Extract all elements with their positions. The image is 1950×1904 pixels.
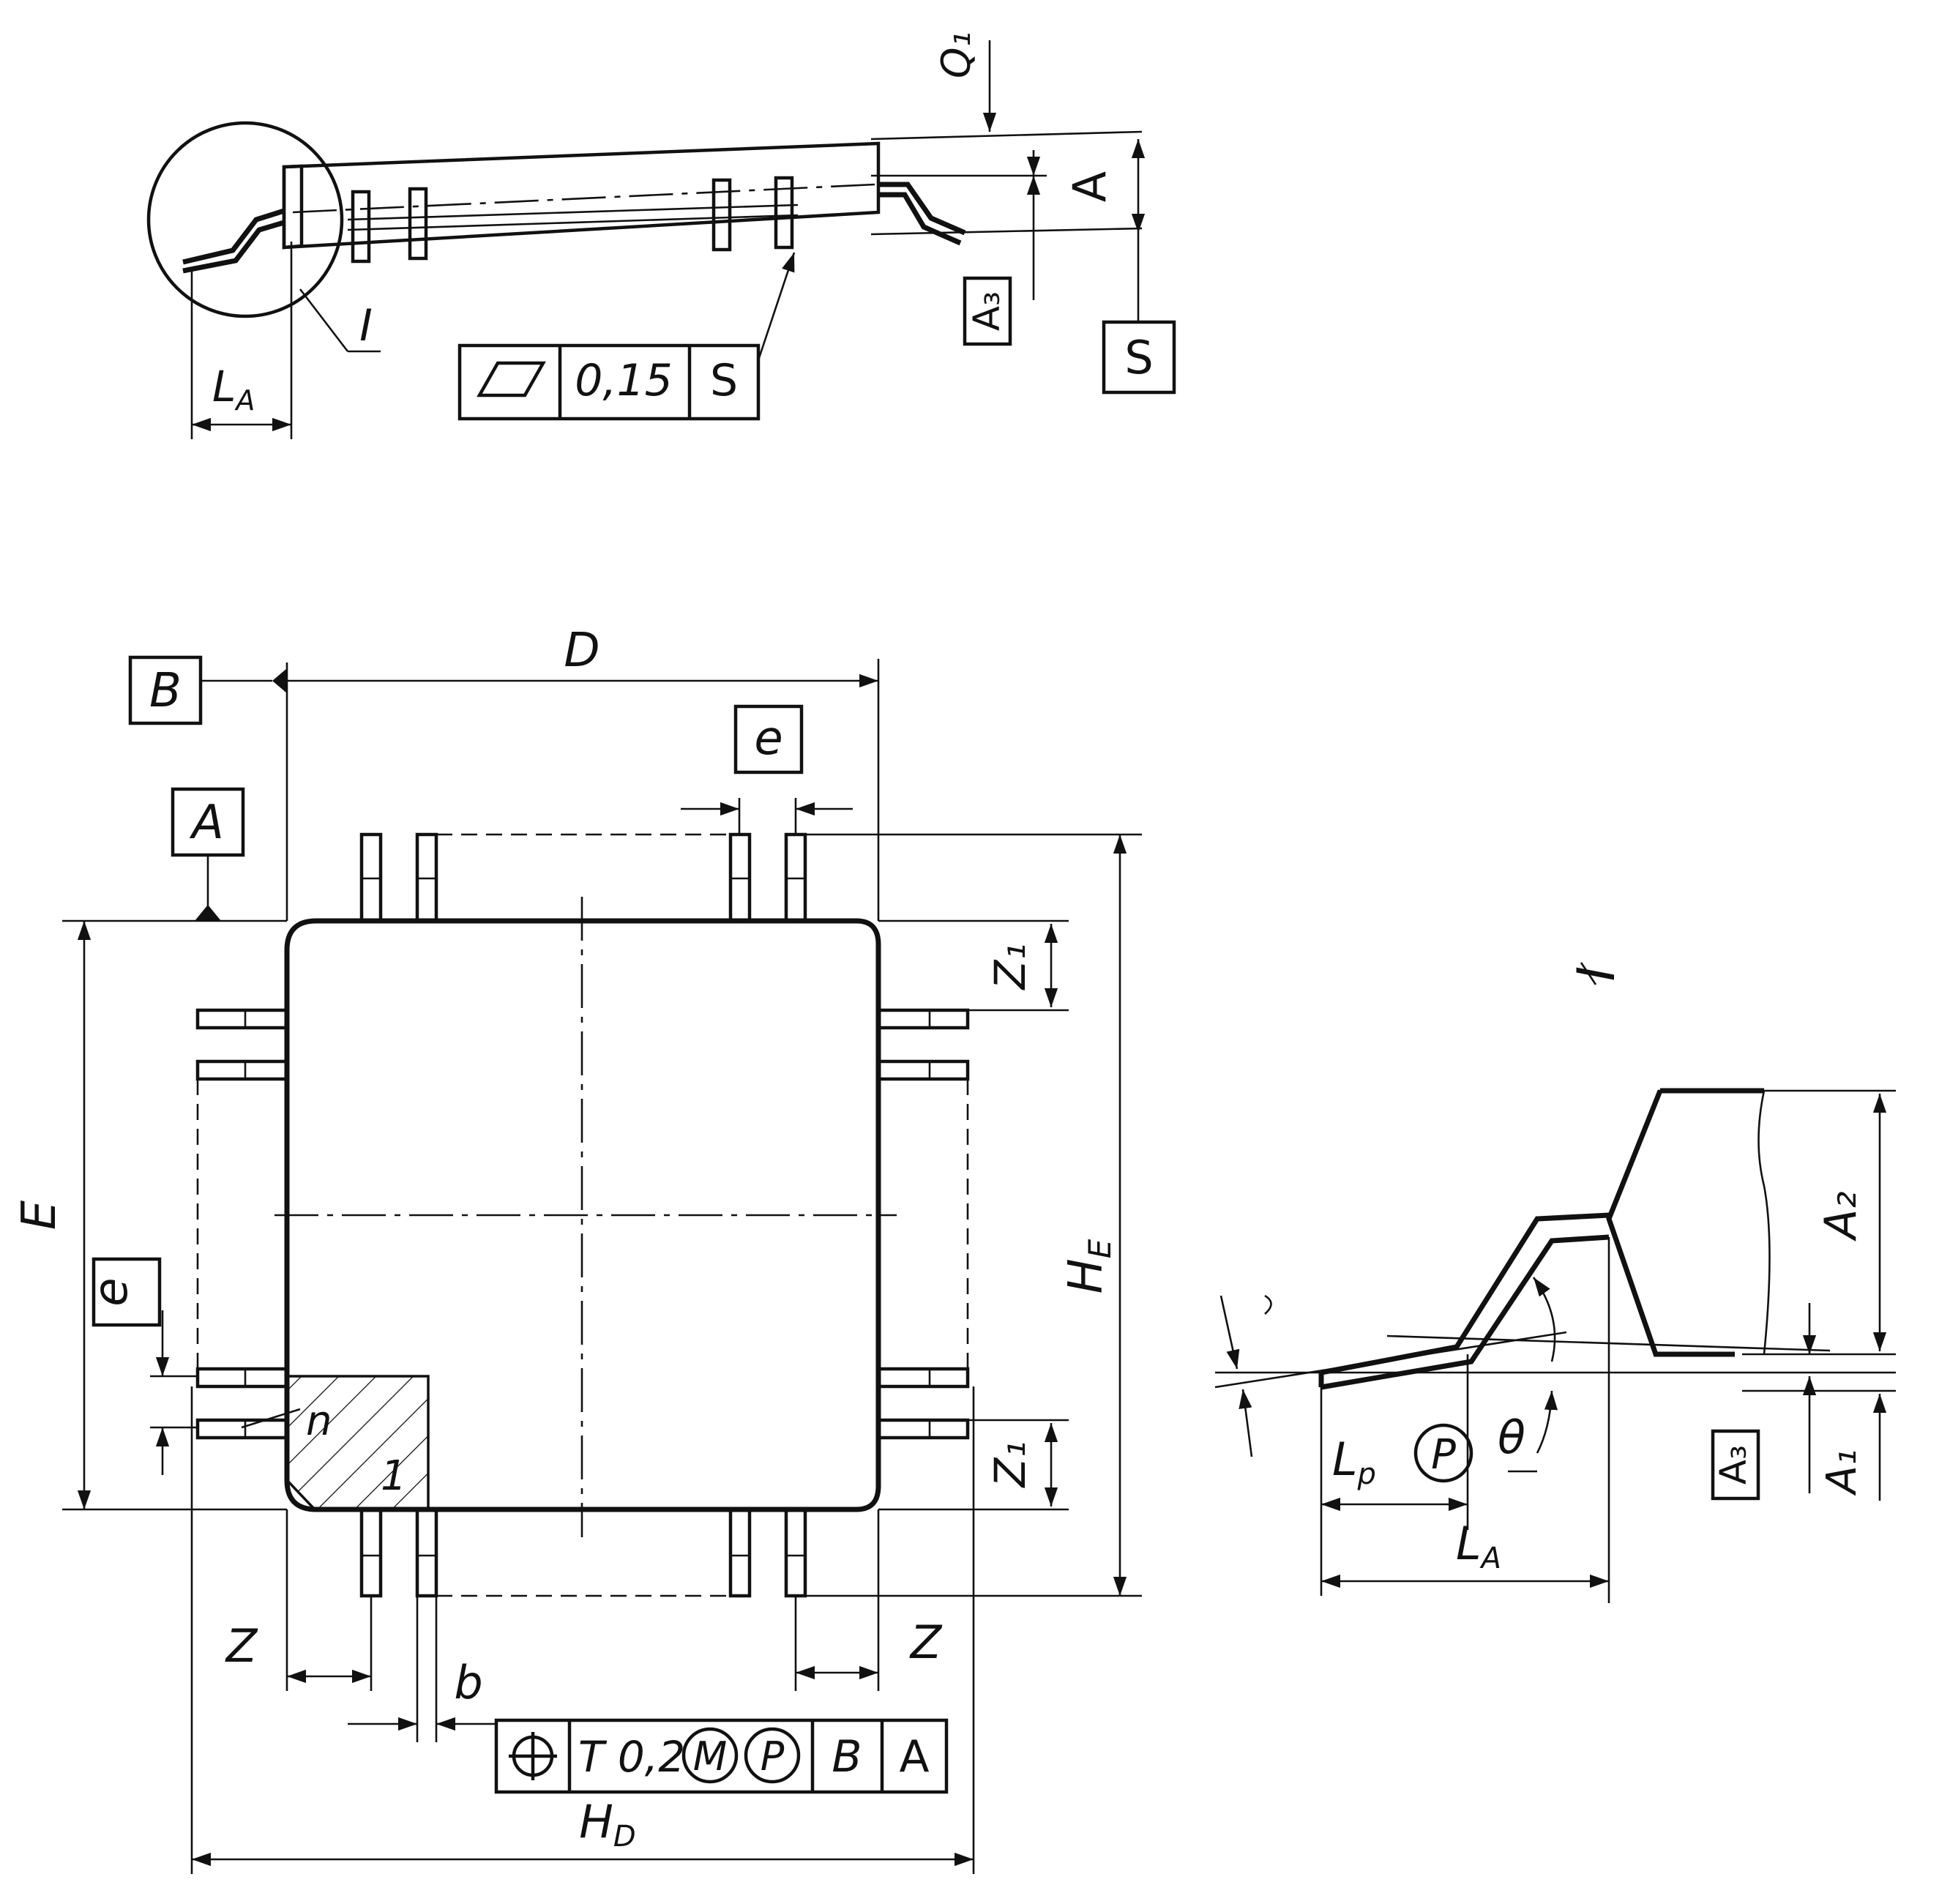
flatness-icon (477, 361, 546, 397)
dim-la-detail: LA (1456, 1517, 1501, 1575)
position-datum-b: B (832, 1731, 862, 1782)
flatness-frame: 0,15 S (457, 252, 796, 421)
detail-view: I θ Lp P LA A₂ (1214, 962, 1896, 1603)
position-frame: T 0,2 M P B A (494, 1718, 949, 1794)
flatness-value: 0,15 (575, 355, 673, 406)
dim-z-left: Z (225, 1619, 258, 1673)
position-modifier-m: M (693, 1733, 728, 1780)
position-icon (509, 1732, 557, 1780)
dim-e-left: e (84, 1277, 138, 1306)
dim-z-right: Z (909, 1616, 943, 1669)
datum-a: A (189, 796, 224, 850)
flatness-datum: S (710, 355, 738, 406)
position-datum-a: A (899, 1731, 929, 1782)
dim-z1-top: Z₁ (985, 944, 1035, 991)
top-view: n 1 (12, 624, 1142, 1874)
position-modifier-p: P (761, 1733, 785, 1780)
dim-z1-bottom: Z₁ (985, 1441, 1035, 1489)
dim-a3-side: A₃ (965, 291, 1008, 331)
dim-he: HE (1059, 1239, 1118, 1293)
dim-e-height: E (12, 1200, 67, 1230)
datum-s: S (1124, 331, 1153, 384)
dim-a2: A₂ (1815, 1191, 1867, 1242)
datum-b: B (149, 664, 182, 718)
detail-title: I (1566, 966, 1626, 982)
bottom-leads (359, 1507, 807, 1598)
dim-a: A (1063, 171, 1116, 202)
right-leads (876, 1008, 970, 1440)
dim-a1: A₁ (1818, 1449, 1866, 1496)
dim-d: D (564, 624, 599, 678)
label-n: n (306, 1397, 332, 1445)
dim-hd: HD (579, 1795, 635, 1853)
position-value: T 0,2 (578, 1732, 685, 1782)
lp-modifier-p: P (1431, 1431, 1456, 1479)
top-leads (359, 832, 807, 923)
dim-e-top: e (754, 712, 782, 766)
side-view: I LA Q₁ A₃ A S 0,15 S (146, 31, 1176, 439)
dim-q1: Q₁ (933, 31, 979, 78)
dim-b: b (454, 1656, 482, 1709)
angle-theta: θ (1498, 1411, 1525, 1464)
label-pin1: 1 (381, 1452, 407, 1500)
detail-callout-i: I (359, 300, 373, 351)
dim-a3-detail: A₃ (1712, 1445, 1755, 1485)
dim-lp: Lp (1332, 1433, 1376, 1491)
left-leads (195, 1008, 289, 1440)
dim-la-side: LA (212, 362, 255, 417)
